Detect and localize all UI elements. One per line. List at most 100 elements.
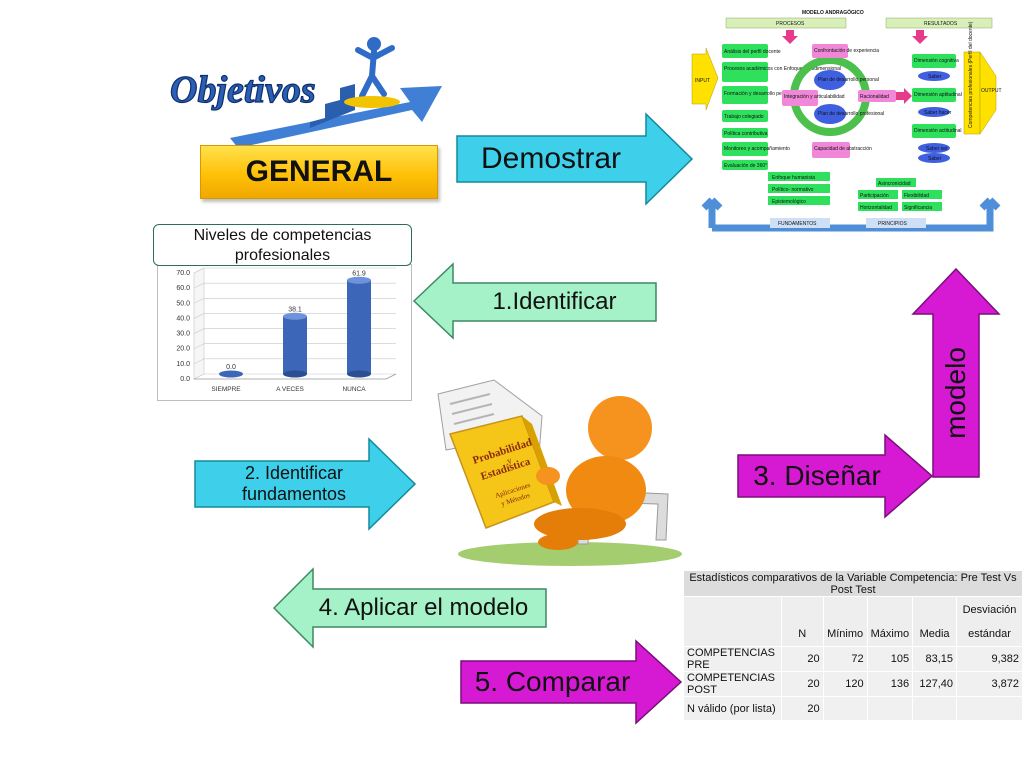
header-media: Media [912, 596, 958, 647]
svg-text:Plan de desarrollo personal: Plan de desarrollo personal [818, 77, 879, 83]
svg-text:Trabajo colegiado: Trabajo colegiado [724, 114, 764, 120]
arrow-aplicar: 4. Aplicar el modelo [272, 567, 547, 649]
model-output: OUTPUT [981, 88, 1002, 94]
cell: 120 [822, 671, 868, 697]
cell [822, 696, 868, 721]
arrow-shape [460, 639, 683, 725]
bar-top [347, 276, 371, 284]
general-label: GENERAL [200, 145, 438, 199]
svg-text:PRINCIPIOS: PRINCIPIOS [878, 221, 908, 227]
svg-text:Dimensión actitudinal: Dimensión actitudinal [914, 128, 962, 134]
arrow-shape [412, 262, 657, 340]
svg-text:Formación y desarrollo permane: Formación y desarrollo permanente [724, 91, 803, 97]
chart-gridline [193, 282, 205, 289]
arrow-comparar: 5. Comparar [460, 639, 683, 725]
svg-text:Racionalidad: Racionalidad [860, 94, 889, 100]
stats-caption: Estadísticos comparativos de la Variable… [683, 570, 1023, 597]
table-row: COMPETENCIAS POST 20 120 136 127,40 3,87… [683, 671, 1023, 697]
arrow-modelo: modelo [911, 267, 1001, 478]
row-label: N válido (por lista) [683, 696, 782, 721]
comparar-label: 5. Comparar [474, 665, 631, 697]
y-tick-label: 30.0 [176, 331, 190, 338]
svg-text:Epistemológico: Epistemológico [772, 199, 806, 205]
x-axis-depth [385, 373, 397, 380]
cell: 20 [780, 671, 824, 697]
model-resultados: RESULTADOS [924, 21, 958, 27]
fundamentos-label: 2. Identificar fundamentos [194, 459, 394, 509]
svg-text:Dimensión aptitudinal: Dimensión aptitudinal [914, 92, 962, 98]
model-diagram-svg: MODELO ANDRAGÓGICO PROCESOS RESULTADOS I… [691, 8, 1002, 232]
chart-gridline [193, 343, 205, 349]
identificar-label: 1.Identificar [492, 288, 617, 316]
svg-text:Dimensión cognitiva: Dimensión cognitiva [914, 58, 959, 64]
cell: 83,15 [912, 646, 958, 672]
svg-text:Asincronicidad: Asincronicidad [878, 181, 911, 187]
cell: 105 [866, 646, 914, 672]
arrow-disenar: 3. Diseñar [737, 433, 934, 519]
book-title-2: y [506, 455, 514, 466]
bar-nunca [347, 280, 371, 374]
modelo-label: modelo [939, 347, 971, 439]
svg-text:Monitoreo y acompañamiento: Monitoreo y acompañamiento [724, 146, 790, 152]
bar-top [283, 312, 307, 320]
svg-text:Significancia: Significancia [904, 205, 932, 211]
demostrar-label: Demostrar [480, 141, 622, 175]
svg-text:Participación: Participación [860, 193, 889, 199]
cell: 20 [780, 696, 824, 721]
chart-gridline [193, 358, 205, 365]
x-tick-label: NUNCA [342, 386, 366, 393]
cell: 127,40 [912, 671, 958, 697]
header-desv: Desviación estándar [956, 596, 1023, 647]
objetivos-logo: Objetivos [160, 30, 450, 150]
cell: 20 [780, 646, 824, 672]
svg-text:Plan de desarrollo profesional: Plan de desarrollo profesional [818, 111, 884, 117]
svg-text:Confrontación de experiencia: Confrontación de experiencia [814, 48, 879, 54]
y-tick-label: 50.0 [176, 300, 190, 307]
svg-text:Análisis del perfil docente: Análisis del perfil docente [724, 49, 781, 55]
svg-text:Procesos académicos con Enfoqu: Procesos académicos con Enfoque multidim… [724, 66, 841, 72]
header-desv-line-1: Desviación [962, 603, 1017, 616]
cell [912, 696, 958, 721]
header-blank [683, 596, 782, 647]
header-desv-line-2: estándar [968, 627, 1011, 640]
stats-table-grid: Estadísticos comparativos de la Variable… [683, 570, 1023, 721]
y-tick-label: 0.0 [180, 376, 190, 383]
chart-gridline [193, 328, 205, 334]
svg-text:FUNDAMENTOS: FUNDAMENTOS [778, 221, 817, 227]
svg-text:Enfoque humanista: Enfoque humanista [772, 175, 815, 181]
table-row: COMPETENCIAS PRE 20 72 105 83,15 9,382 [683, 646, 1023, 672]
chart-gridline [193, 313, 205, 319]
cell: 9,382 [956, 646, 1023, 672]
header-min: Mínimo [822, 596, 868, 647]
model-vertical-label: Competencias profesionales (Perfil del d… [968, 21, 974, 128]
chart-side-wall [193, 267, 205, 380]
y-tick-label: 10.0 [176, 361, 190, 368]
model-input: INPUT [695, 78, 710, 84]
arrow-shape [272, 567, 547, 649]
x-tick-label: A VECES [276, 386, 304, 393]
svg-text:Objetivos: Objetivos [170, 69, 316, 111]
chart-gridline [193, 267, 205, 274]
svg-text:Evaluación de 360°: Evaluación de 360° [724, 163, 767, 169]
y-tick-label: 20.0 [176, 346, 190, 353]
fundamentos-line-2: fundamentos [241, 484, 347, 504]
cell: 3,872 [956, 671, 1023, 697]
cell [866, 696, 914, 721]
svg-text:Político- normativo: Político- normativo [772, 187, 814, 193]
model-title: MODELO ANDRAGÓGICO [802, 8, 864, 16]
arrow-fundamentos: 2. Identificar fundamentos [194, 437, 417, 531]
arrow-identificar: 1.Identificar [412, 262, 657, 340]
y-tick-label: 60.0 [176, 285, 190, 292]
fundamentos-line-1: 2. Identificar [244, 463, 344, 484]
svg-text:Integración y articulabilidad: Integración y articulabilidad [784, 94, 845, 100]
chart-gridline [193, 298, 205, 304]
arrow-shape [911, 267, 1001, 478]
svg-text:Saber: Saber [928, 156, 942, 162]
svg-text:Horizontalidad: Horizontalidad [860, 205, 892, 211]
aplicar-label: 4. Aplicar el modelo [318, 594, 529, 622]
arrow-shape [194, 437, 417, 531]
bar-base [283, 370, 307, 378]
